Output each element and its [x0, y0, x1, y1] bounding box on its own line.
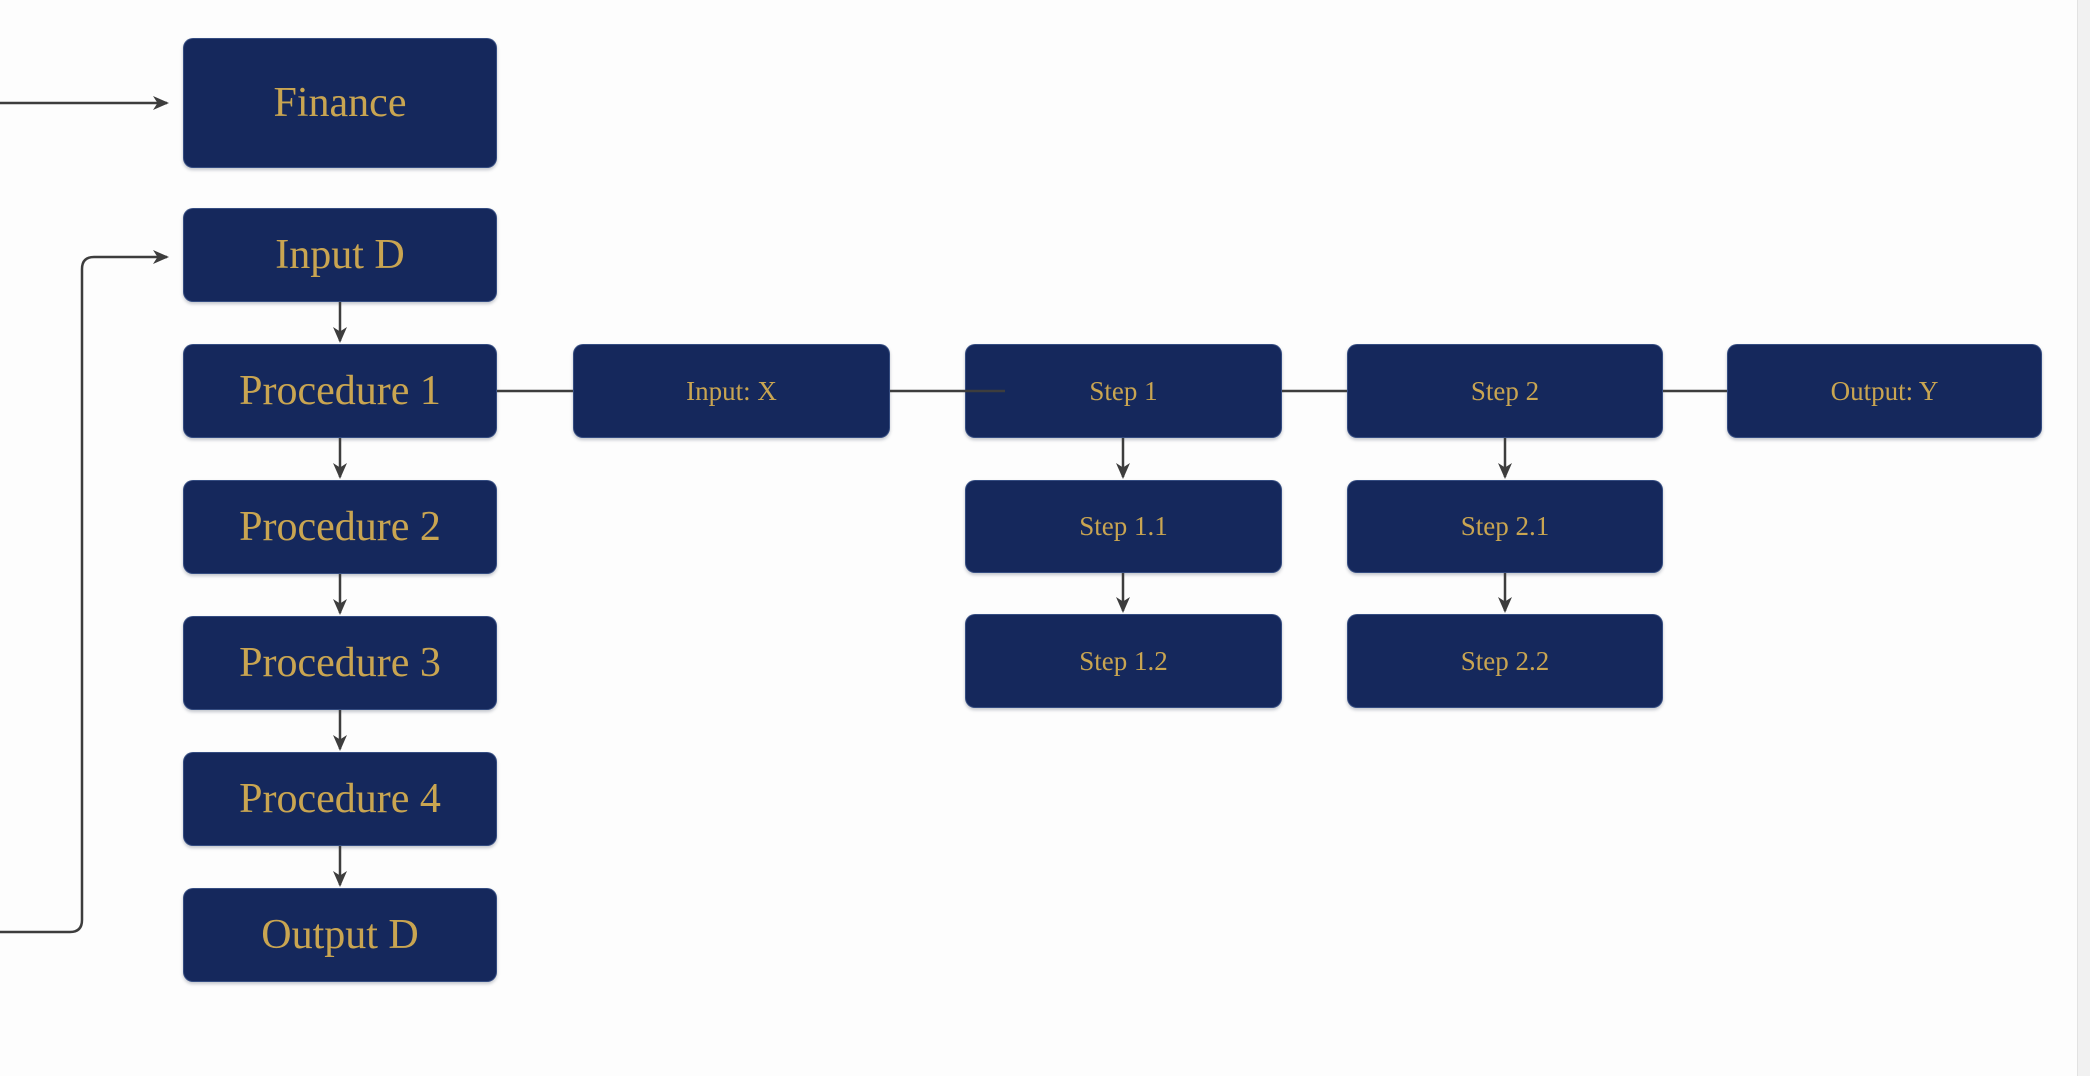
node-step-2-2[interactable]: Step 2.2 [1347, 614, 1663, 708]
node-output-y-label: Output: Y [1830, 375, 1939, 406]
node-procedure-3[interactable]: Procedure 3 [183, 616, 497, 710]
node-procedure-3-label: Procedure 3 [239, 640, 441, 686]
node-step-1-1-label: Step 1.1 [1079, 511, 1168, 541]
node-procedure-4[interactable]: Procedure 4 [183, 752, 497, 846]
node-output-d[interactable]: Output D [183, 888, 497, 982]
node-input-d-label: Input D [275, 232, 405, 278]
node-step-1-label: Step 1 [1089, 375, 1158, 406]
node-step-1-2[interactable]: Step 1.2 [965, 614, 1282, 708]
node-finance-label: Finance [273, 80, 407, 126]
node-input-x[interactable]: Input: X [573, 344, 890, 438]
node-step-1-1[interactable]: Step 1.1 [965, 480, 1282, 573]
node-step-2-1[interactable]: Step 2.1 [1347, 480, 1663, 573]
node-input-x-label: Input: X [686, 375, 777, 406]
node-step-2-label: Step 2 [1470, 375, 1540, 406]
node-step-2-2-label: Step 2.2 [1460, 645, 1550, 676]
node-output-d-label: Output D [261, 912, 419, 958]
node-step-1-2-label: Step 1.2 [1079, 645, 1168, 676]
node-step-1[interactable]: Step 1 [965, 344, 1282, 438]
node-procedure-4-label: Procedure 4 [239, 776, 441, 822]
node-procedure-2-label: Procedure 2 [239, 504, 441, 550]
node-procedure-1-label: Procedure 1 [239, 368, 441, 414]
vertical-scrollbar[interactable] [2077, 0, 2090, 1076]
node-input-d[interactable]: Input D [183, 208, 497, 302]
node-output-y[interactable]: Output: Y [1727, 344, 2042, 438]
node-procedure-2[interactable]: Procedure 2 [183, 480, 497, 574]
node-procedure-1[interactable]: Procedure 1 [183, 344, 497, 438]
node-step-2-1-label: Step 2.1 [1460, 511, 1550, 541]
node-step-2[interactable]: Step 2 [1347, 344, 1663, 438]
edge-loop-to-input-d [0, 250, 169, 934]
node-finance[interactable]: Finance [183, 38, 497, 168]
